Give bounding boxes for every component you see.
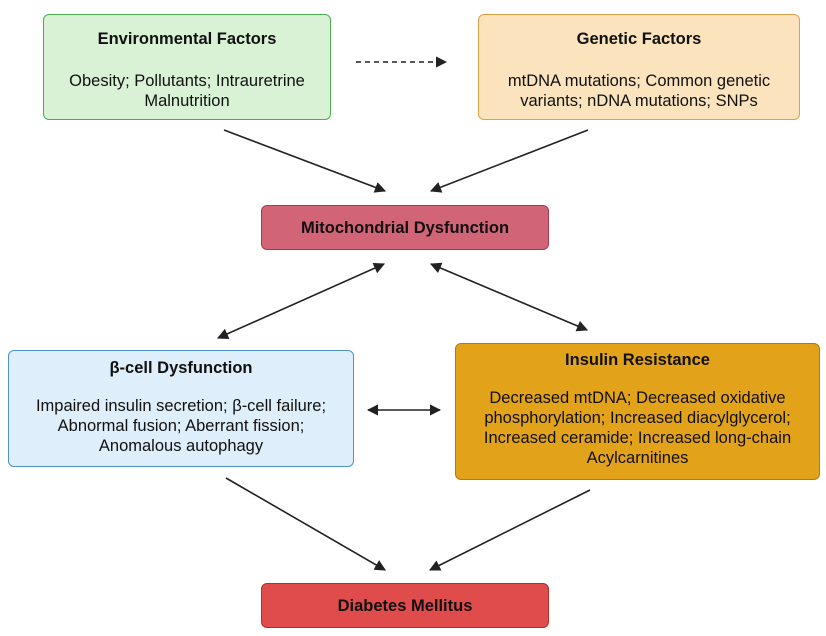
- environmental-factors-line: Malnutrition: [144, 92, 230, 110]
- insulin-resistance-line: phosphorylation; Increased diacylglycero…: [484, 409, 791, 427]
- genetic-factors-line: variants; nDNA mutations; SNPs: [520, 92, 758, 110]
- environmental-factors-box: Environmental Factors Obesity; Pollutant…: [43, 14, 331, 120]
- environmental-factors-body: Obesity; Pollutants; Intrauretrine Malnu…: [69, 71, 305, 111]
- mitochondrial-dysfunction-title: Mitochondrial Dysfunction: [300, 218, 510, 237]
- beta-cell-dysfunction-line: Anomalous autophagy: [98, 437, 264, 455]
- genetic-factors-title: Genetic Factors: [576, 30, 702, 48]
- insulin-resistance-box: Insulin Resistance Decreased mtDNA; Decr…: [455, 343, 820, 480]
- environmental-factors-title: Environmental Factors: [97, 30, 277, 48]
- insulin-resistance-line: Increased ceramide; Increased long-chain: [483, 429, 792, 447]
- arrow-environmental-to-mitochondrial: [223, 129, 387, 193]
- beta-cell-dysfunction-title: β-cell Dysfunction: [109, 359, 253, 377]
- arrow-mitochondrial-insulin-resistance: [429, 262, 589, 332]
- mitochondrial-dysfunction-box: Mitochondrial Dysfunction: [261, 205, 549, 250]
- insulin-resistance-title: Insulin Resistance: [565, 351, 710, 369]
- beta-cell-dysfunction-line: Abnormal fusion; Aberrant fission;: [57, 417, 305, 435]
- arrow-insulin-resistance-to-diabetes: [428, 489, 591, 571]
- diabetes-mellitus-box: Diabetes Mellitus: [261, 583, 549, 628]
- genetic-factors-box: Genetic Factors mtDNA mutations; Common …: [478, 14, 800, 120]
- beta-cell-dysfunction-body: Impaired insulin secretion; β-cell failu…: [36, 396, 326, 456]
- arrow-beta-cell-to-diabetes: [225, 477, 386, 571]
- environmental-factors-line: Obesity; Pollutants; Intrauretrine: [69, 72, 305, 90]
- insulin-resistance-line: Decreased mtDNA; Decreased oxidative: [489, 389, 786, 407]
- insulin-resistance-line: Acylcarnitines: [586, 449, 689, 467]
- beta-cell-dysfunction-box: β-cell Dysfunction Impaired insulin secr…: [8, 350, 354, 467]
- arrow-mitochondrial-beta-cell: [216, 262, 386, 340]
- insulin-resistance-body: Decreased mtDNA; Decreased oxidative pho…: [484, 388, 791, 468]
- diabetes-mellitus-title: Diabetes Mellitus: [337, 596, 473, 615]
- genetic-factors-line: mtDNA mutations; Common genetic: [507, 72, 771, 90]
- arrow-genetic-to-mitochondrial: [429, 129, 589, 193]
- beta-cell-dysfunction-line: Impaired insulin secretion; β-cell failu…: [35, 397, 327, 415]
- genetic-factors-body: mtDNA mutations; Common genetic variants…: [508, 71, 770, 111]
